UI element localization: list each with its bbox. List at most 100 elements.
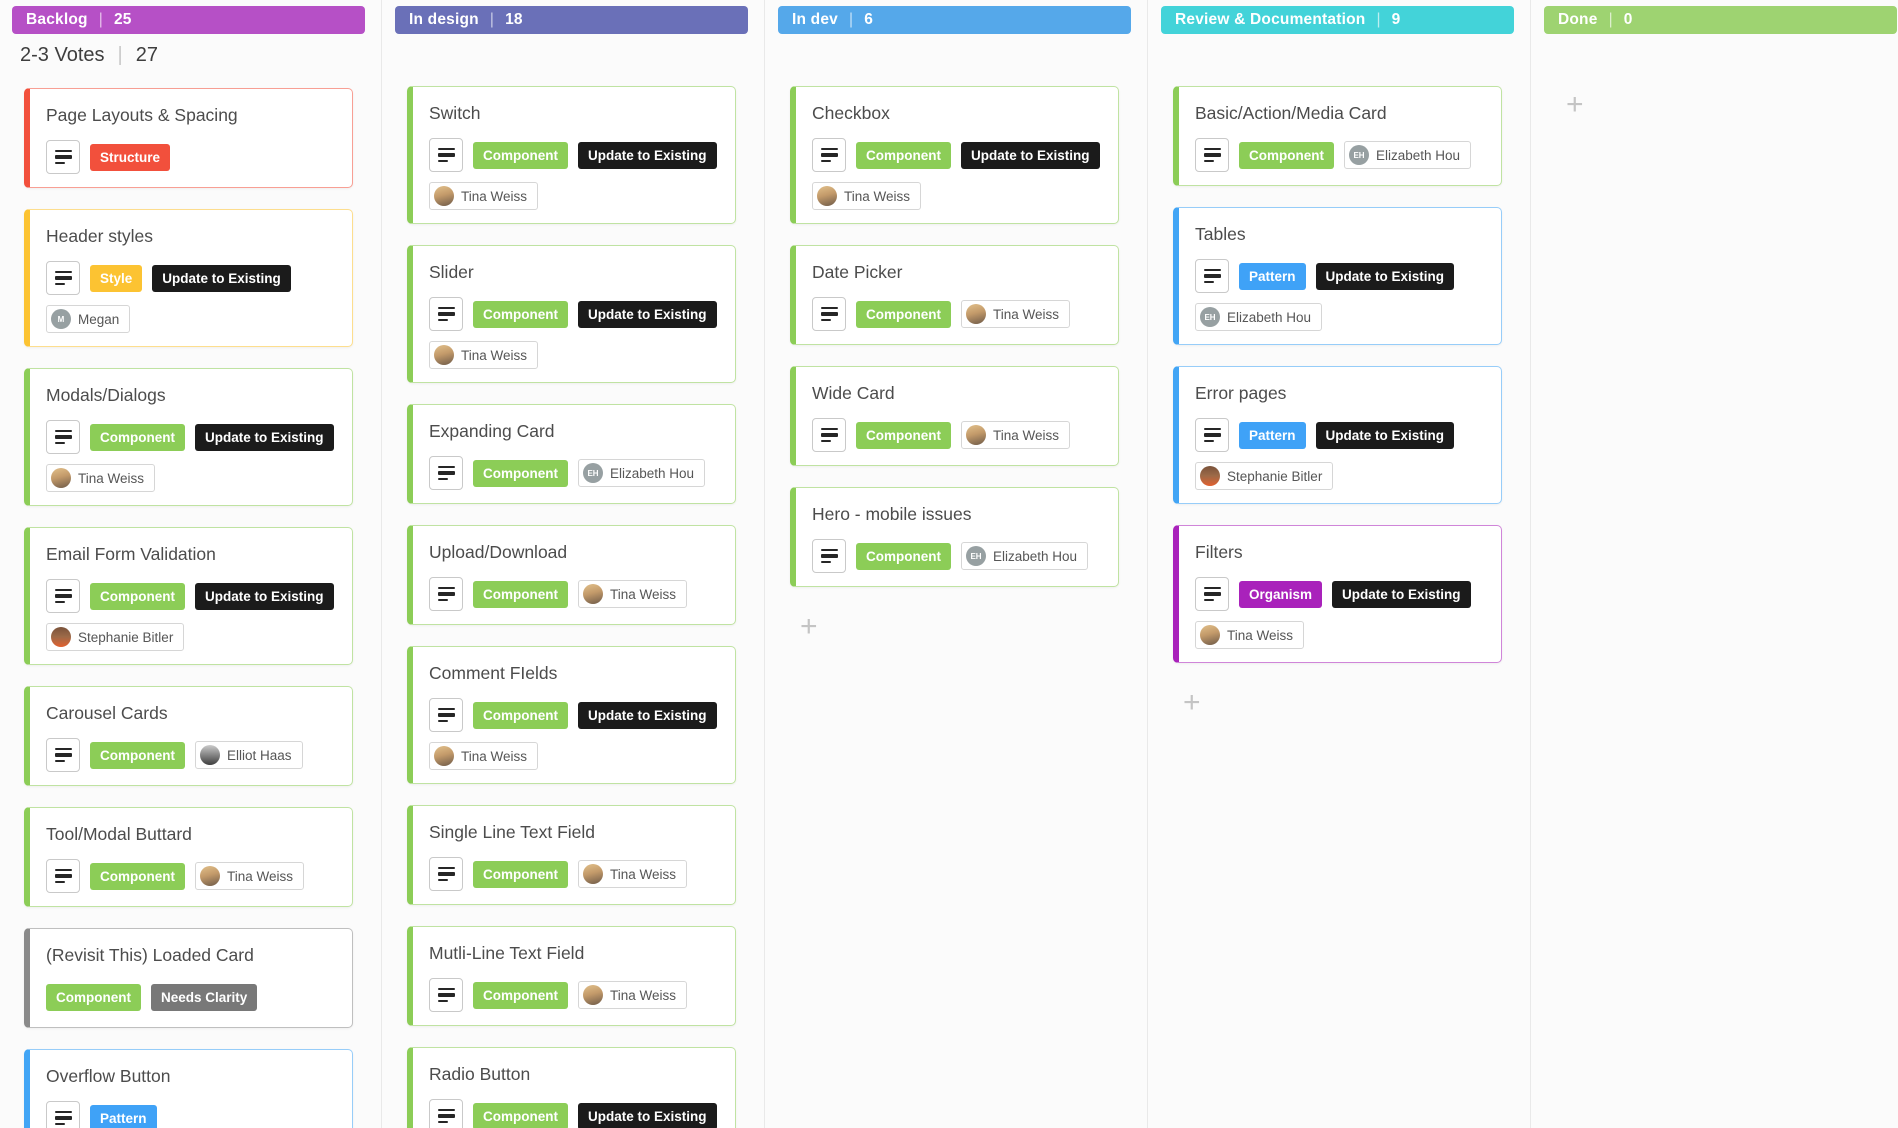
description-icon[interactable]: [429, 1099, 463, 1128]
description-icon[interactable]: [1195, 259, 1229, 293]
assignee-chip: M Megan: [46, 305, 131, 333]
description-icon[interactable]: [46, 261, 80, 295]
issue-card[interactable]: Expanding Card Component EH Elizabeth Ho…: [407, 404, 736, 504]
assignee-chip: Tina Weiss: [961, 421, 1071, 449]
card-tag-row: Component Elliot Haas: [46, 738, 336, 772]
issue-card[interactable]: Date Picker Component Tina Weiss: [790, 245, 1119, 345]
card-title: Single Line Text Field: [429, 822, 596, 842]
description-icon[interactable]: [46, 738, 80, 772]
column-header[interactable]: In dev | 6: [778, 6, 1131, 34]
column-header[interactable]: Done | 0: [1544, 6, 1897, 34]
description-icon[interactable]: [812, 138, 846, 172]
description-icon[interactable]: [812, 418, 846, 452]
issue-card[interactable]: Hero - mobile issues Component EH Elizab…: [790, 487, 1119, 587]
column-separator: |: [1608, 11, 1613, 28]
column-header[interactable]: Review & Documentation | 9: [1161, 6, 1514, 34]
issue-card[interactable]: Basic/Action/Media Card Component EH Eli…: [1173, 86, 1502, 186]
issue-card[interactable]: Tool/Modal Buttard Component Tina Weiss: [24, 807, 353, 907]
description-icon[interactable]: [429, 698, 463, 732]
description-icon[interactable]: [429, 297, 463, 331]
card-title: Overflow Button: [46, 1066, 171, 1086]
add-card-button[interactable]: +: [800, 612, 818, 642]
column-header[interactable]: In design | 18: [395, 6, 748, 34]
sublane-header[interactable]: 2-3 Votes | 27: [20, 44, 365, 67]
description-icon[interactable]: [429, 857, 463, 891]
avatar: [583, 864, 603, 884]
card-title: Expanding Card: [429, 421, 555, 441]
assignee-chip: Tina Weiss: [195, 862, 305, 890]
description-icon[interactable]: [812, 539, 846, 573]
label-tag-component: Component: [473, 580, 568, 608]
issue-card[interactable]: Page Layouts & Spacing Structure: [24, 88, 353, 188]
issue-card[interactable]: Upload/Download Component Tina Weiss: [407, 525, 736, 625]
add-card-button[interactable]: +: [1183, 688, 1201, 718]
label-tag-update: Update to Existing: [195, 423, 334, 451]
description-icon[interactable]: [46, 1101, 80, 1128]
description-icon[interactable]: [46, 140, 80, 174]
avatar: [51, 468, 71, 488]
description-icon[interactable]: [1195, 138, 1229, 172]
issue-card[interactable]: Carousel Cards Component Elliot Haas: [24, 686, 353, 786]
description-icon[interactable]: [46, 579, 80, 613]
avatar: EH: [1349, 145, 1369, 165]
description-icon[interactable]: [812, 297, 846, 331]
description-icon[interactable]: [1195, 418, 1229, 452]
label-tag-component: Component: [473, 981, 568, 1009]
label-tag-update: Update to Existing: [578, 701, 717, 729]
card-tag-row: Component EH Elizabeth Hou: [429, 456, 719, 490]
column-header[interactable]: Backlog | 25: [12, 6, 365, 34]
add-card-button[interactable]: +: [1566, 90, 1584, 120]
label-tag-pattern: Pattern: [1239, 262, 1306, 290]
avatar: [966, 304, 986, 324]
card-tag-row: Component Tina Weiss: [46, 859, 336, 893]
description-icon[interactable]: [46, 420, 80, 454]
description-icon[interactable]: [1195, 577, 1229, 611]
card-tag-row: Component Update to Existing: [429, 1099, 719, 1128]
issue-card[interactable]: Single Line Text Field Component Tina We…: [407, 805, 736, 905]
card-title: Filters: [1195, 542, 1243, 562]
label-tag-component: Component: [90, 741, 185, 769]
issue-card[interactable]: Overflow Button Pattern: [24, 1049, 353, 1128]
label-tag-component: Component: [473, 1102, 568, 1128]
column-title: In dev: [792, 11, 838, 28]
description-icon[interactable]: [46, 859, 80, 893]
description-icon[interactable]: [429, 456, 463, 490]
avatar: [966, 425, 986, 445]
avatar: [200, 866, 220, 886]
board-column: Backlog | 25 2-3 Votes | 27 Page Layouts…: [12, 6, 365, 1128]
card-tag-row: Structure: [46, 140, 336, 174]
label-tag-update: Update to Existing: [578, 1102, 717, 1128]
issue-card[interactable]: Mutli-Line Text Field Component Tina Wei…: [407, 926, 736, 1026]
label-tag-update: Update to Existing: [961, 141, 1100, 169]
label-tag-component: Component: [473, 701, 568, 729]
assignee-name: Tina Weiss: [461, 188, 528, 204]
label-tag-structure: Structure: [90, 143, 171, 171]
description-icon[interactable]: [429, 978, 463, 1012]
column-separator: |: [849, 11, 854, 28]
card-tag-row: Component Tina Weiss: [429, 857, 719, 891]
assignee-name: Tina Weiss: [610, 987, 677, 1003]
description-icon[interactable]: [429, 138, 463, 172]
card-title: Email Form Validation: [46, 544, 216, 564]
column-count: 6: [864, 11, 874, 28]
assignee-chip: Tina Weiss: [429, 182, 539, 210]
issue-card[interactable]: Wide Card Component Tina Weiss: [790, 366, 1119, 466]
description-icon[interactable]: [429, 577, 463, 611]
card-title: (Revisit This) Loaded Card: [46, 945, 254, 965]
assignee-chip: Tina Weiss: [1195, 621, 1305, 649]
